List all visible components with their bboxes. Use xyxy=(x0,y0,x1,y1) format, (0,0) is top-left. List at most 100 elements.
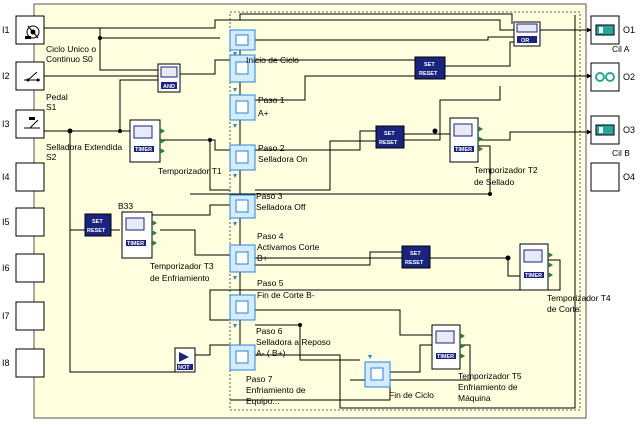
input-box-i7[interactable] xyxy=(15,301,45,331)
step-block-2[interactable] xyxy=(229,94,256,121)
step-block-inicio[interactable] xyxy=(229,29,256,51)
step-6-desc2: A- ( B+) xyxy=(256,348,286,358)
step-4-title: Paso 4 xyxy=(257,231,284,241)
svg-text:SET: SET xyxy=(410,251,421,257)
svg-text:TIMER: TIMER xyxy=(135,147,152,153)
step-fin-label: Fin de Ciclo xyxy=(389,390,434,400)
step-1-title: Paso 1 xyxy=(258,95,285,105)
timer-block-t2[interactable]: TIMER xyxy=(449,117,483,163)
pedal-switch-icon xyxy=(24,71,40,82)
step-block-5[interactable] xyxy=(229,244,256,273)
step-6-desc: Selladora a Reposo xyxy=(256,337,331,347)
input-label-i8: I8 xyxy=(2,358,10,368)
svg-text:SET: SET xyxy=(384,131,395,137)
program-panel xyxy=(33,3,587,419)
output-label-o4: O4 xyxy=(623,172,635,182)
i1-label-line2: Continuo S0 xyxy=(46,54,93,64)
timer-t5-label-line2: Enfriamiento de xyxy=(458,382,518,392)
step-block-1[interactable] xyxy=(229,54,256,83)
step-block-4[interactable] xyxy=(229,194,256,219)
svg-text:TIMER: TIMER xyxy=(455,147,472,153)
step-5-title: Paso 5 xyxy=(257,278,284,288)
input-box-i2[interactable] xyxy=(15,61,45,91)
timer-block-t4[interactable]: TIMER xyxy=(519,243,553,291)
step-6-title: Paso 6 xyxy=(256,326,283,336)
step-block-7[interactable] xyxy=(229,344,256,371)
i1-label-line1: Ciclo Unico o xyxy=(46,44,96,54)
not-block[interactable]: NOT xyxy=(174,347,196,373)
svg-text:SET: SET xyxy=(424,62,435,68)
svg-text:RESET: RESET xyxy=(405,260,424,266)
timer-t2-label-line1: Temporizador T2 xyxy=(474,165,538,175)
input-column: I1 I2 I3 I4 I5 I6 I7 I8 xyxy=(2,15,45,378)
input-box-i4[interactable] xyxy=(15,162,45,192)
input-box-i8[interactable] xyxy=(15,348,45,378)
timer-t2-label-line2: de Sellado xyxy=(474,177,514,187)
timer-t5-label-line3: Máquina xyxy=(458,393,491,403)
step-block-6[interactable] xyxy=(229,294,256,321)
heater-icon xyxy=(595,72,615,82)
step-7-title: Paso 7 xyxy=(246,374,273,384)
cil-a-label: Cil A xyxy=(612,44,630,54)
input-label-i1: I1 xyxy=(2,25,10,35)
step-4-desc2: B+ xyxy=(257,253,268,263)
output-label-o3: O3 xyxy=(623,125,635,135)
step-1-desc: A+ xyxy=(258,108,269,118)
step-7-desc2: Equipo... xyxy=(246,396,280,406)
svg-text:OR: OR xyxy=(521,38,529,44)
i3-label-line1: Selladora Extendida xyxy=(46,142,122,152)
set-reset-block-3[interactable]: SET RESET xyxy=(84,213,112,237)
svg-text:RESET: RESET xyxy=(87,228,106,234)
cil-b-label: Cil B xyxy=(612,148,630,158)
i3-label-line2: S2 xyxy=(46,152,57,162)
b33-label: B33 xyxy=(118,201,133,211)
junction-dots xyxy=(67,36,511,327)
input-label-i5: I5 xyxy=(2,217,10,227)
input-box-i6[interactable] xyxy=(15,253,45,283)
output-box-o4[interactable] xyxy=(590,162,620,192)
step-2-desc: Selladora On xyxy=(258,154,308,164)
step-4-desc: Activamos Corte xyxy=(257,242,320,252)
timer-block-t5[interactable]: TIMER xyxy=(431,324,465,370)
or-block[interactable]: OR xyxy=(513,21,541,47)
step-blocks xyxy=(229,29,391,388)
input-label-i3: I3 xyxy=(2,119,10,129)
timer-t4-label-line2: de Corte xyxy=(547,304,580,314)
svg-text:TIMER: TIMER xyxy=(127,241,144,247)
input-label-i2: I2 xyxy=(2,71,10,81)
timer-t3-label-line2: de Enfriamiento xyxy=(150,273,210,283)
input-box-i5[interactable] xyxy=(15,207,45,237)
set-reset-block-2[interactable]: SET RESET xyxy=(375,125,405,149)
input-label-i7: I7 xyxy=(2,311,10,321)
timer-t3-label-line1: Temporizador T3 xyxy=(150,261,214,271)
step-7-desc: Enfriamiento de xyxy=(246,385,306,395)
svg-text:NOT: NOT xyxy=(178,365,190,371)
step-block-3[interactable] xyxy=(229,144,256,171)
timer-block-t3[interactable]: TIMER xyxy=(121,211,157,259)
step-5-desc: Fin de Corte B- xyxy=(257,290,315,300)
input-box-i3[interactable] xyxy=(15,109,45,139)
selector-switch-icon xyxy=(25,25,40,39)
step-3-desc: Selladora Off xyxy=(256,202,306,212)
svg-text:AND: AND xyxy=(163,84,175,90)
diagram-labels: Ciclo Unico o Continuo S0 Pedal S1 Sella… xyxy=(46,44,611,406)
output-label-o2: O2 xyxy=(623,72,635,82)
step-block-fin[interactable] xyxy=(364,361,391,388)
set-reset-block-1[interactable]: SET RESET xyxy=(414,56,446,80)
set-reset-block-4[interactable]: SET RESET xyxy=(401,245,431,269)
input-label-i4: I4 xyxy=(2,172,10,182)
and-block[interactable]: AND xyxy=(157,63,181,93)
step-2-title: Paso 2 xyxy=(258,143,285,153)
svg-text:RESET: RESET xyxy=(419,71,438,77)
step-3-title: Paso 3 xyxy=(256,191,283,201)
timer-block-t1[interactable]: TIMER xyxy=(129,119,165,163)
i2-label-line2: S1 xyxy=(46,102,57,112)
timer-t4-label-line1: Temporizador T4 xyxy=(547,293,611,303)
cylinder-b-icon xyxy=(595,124,615,136)
svg-text:SET: SET xyxy=(92,219,103,225)
svg-text:RESET: RESET xyxy=(379,140,398,146)
i2-label-line1: Pedal xyxy=(46,92,68,102)
timer-t5-label-line1: Temporizador T5 xyxy=(458,371,522,381)
limit-switch-icon xyxy=(24,117,40,129)
